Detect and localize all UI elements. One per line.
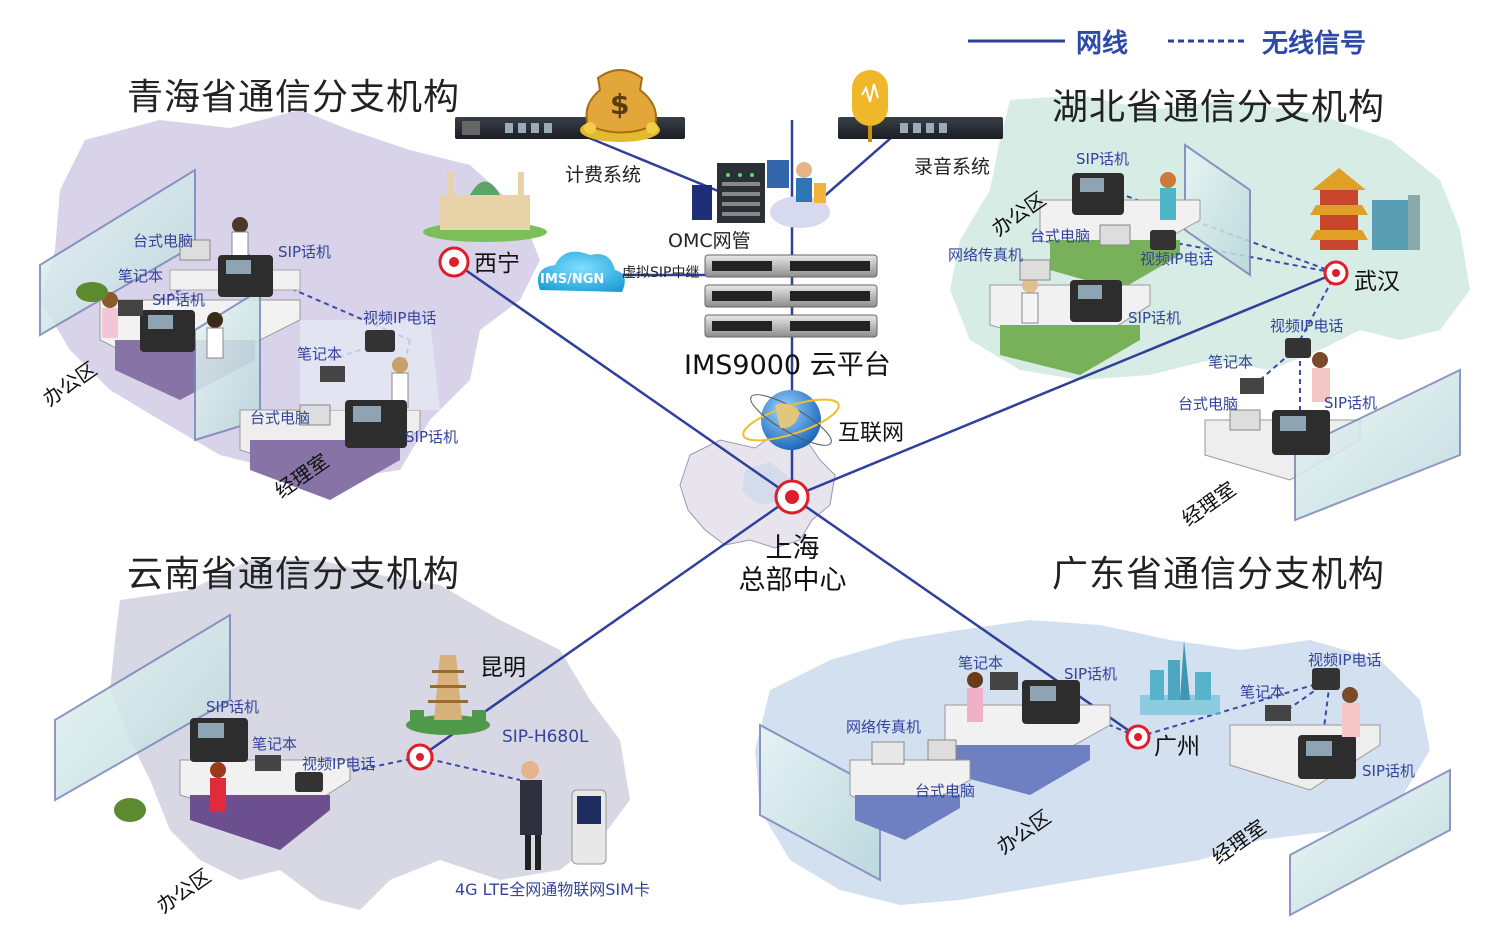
target-xining — [438, 246, 470, 278]
legend-wireless-label: 无线信号 — [1262, 29, 1367, 59]
omc-rack — [692, 163, 765, 223]
guangdong-map — [755, 620, 1430, 905]
hb-device-label: SIP话机 — [1076, 150, 1129, 168]
ims9000-server-stack — [704, 254, 878, 338]
qinghai-office-scene — [39, 168, 440, 500]
gd-device-label: SIP话机 — [1064, 665, 1117, 683]
hq-name: 总部中心 — [738, 565, 847, 596]
hb-device-label: 视频IP电话 — [1270, 317, 1344, 335]
yn-device-label: 笔记本 — [252, 735, 298, 753]
guangzhou-skyline-icon — [1140, 640, 1220, 715]
ims-ngn-label: IMS/NGN — [540, 272, 605, 287]
qh-device-label: SIP话机 — [405, 428, 458, 446]
hb-device-label: SIP话机 — [1128, 309, 1181, 327]
guangzhou-label: 广州 — [1154, 734, 1200, 760]
gd-device-label: 笔记本 — [1240, 683, 1286, 701]
yn-device-label: 视频IP电话 — [302, 755, 376, 773]
microphone-icon — [852, 70, 888, 142]
hq-label: 上海 总部中心 — [730, 533, 855, 597]
yunnan-office-scene — [54, 613, 607, 870]
billing-label: 计费系统 — [565, 164, 642, 186]
qh-device-label: 笔记本 — [297, 345, 343, 363]
legend-wired-label: 网线 — [1076, 29, 1129, 59]
qh-device-label: 台式电脑 — [133, 232, 194, 250]
target-kunming — [406, 743, 434, 771]
target-guangzhou — [1125, 724, 1151, 750]
dollar-sign: $ — [610, 88, 630, 121]
recording-label: 录音系统 — [914, 156, 991, 178]
internet-label: 互联网 — [838, 421, 905, 446]
guangdong-title: 广东省通信分支机构 — [1052, 554, 1386, 595]
qh-device-label: 视频IP电话 — [363, 309, 437, 327]
gd-device-label: 视频IP电话 — [1308, 651, 1382, 669]
hb-device-label: 视频IP电话 — [1140, 250, 1214, 268]
operator-icon — [767, 160, 830, 228]
target-wuhan — [1323, 260, 1349, 286]
hubei-title: 湖北省通信分支机构 — [1052, 87, 1386, 128]
hb-device-label: SIP话机 — [1324, 394, 1377, 412]
hb-device-label: 台式电脑 — [1178, 395, 1239, 413]
kunming-pagoda-icon — [406, 655, 490, 735]
xining-label: 西宁 — [474, 251, 520, 277]
hb-device-label: 笔记本 — [1208, 353, 1254, 371]
yunnan-title: 云南省通信分支机构 — [127, 554, 461, 595]
qh-device-label: SIP话机 — [152, 291, 205, 309]
ims-ngn-cloud-icon — [537, 251, 625, 292]
hb-device-label: 网络传真机 — [948, 246, 1024, 264]
yn-sim-label: 4G LTE全网通物联网SIM卡 — [455, 880, 650, 899]
qh-device-label: SIP话机 — [278, 243, 331, 261]
gd-device-label: 台式电脑 — [915, 782, 976, 800]
qh-device-label: 台式电脑 — [250, 409, 311, 427]
yn-mobile-label: SIP-H680L — [502, 727, 589, 747]
yn-device-label: SIP话机 — [206, 698, 259, 716]
gd-device-label: 笔记本 — [958, 654, 1004, 672]
guangdong-office-scene — [759, 668, 1451, 917]
gd-device-label: 网络传真机 — [846, 718, 922, 736]
hb-device-label: 台式电脑 — [1030, 227, 1091, 245]
gd-device-label: SIP话机 — [1362, 762, 1415, 780]
qh-device-label: 笔记本 — [118, 267, 164, 285]
wuhan-pagoda-icon — [1310, 168, 1420, 250]
internet-globe-icon — [742, 390, 840, 450]
xining-mosque-icon — [423, 172, 547, 242]
wuhan-label: 武汉 — [1354, 269, 1400, 295]
kunming-label: 昆明 — [480, 655, 526, 681]
cloud-platform-label: IMS9000 云平台 — [684, 350, 891, 381]
omc-label: OMC网管 — [668, 230, 751, 252]
target-shanghai — [774, 479, 810, 515]
hubei-office-scene — [989, 143, 1461, 522]
sip-trunk-label: 虚拟SIP中继 — [622, 265, 700, 281]
hq-city: 上海 — [765, 533, 820, 564]
qinghai-title: 青海省通信分支机构 — [127, 77, 461, 118]
money-bag-icon — [580, 69, 660, 142]
